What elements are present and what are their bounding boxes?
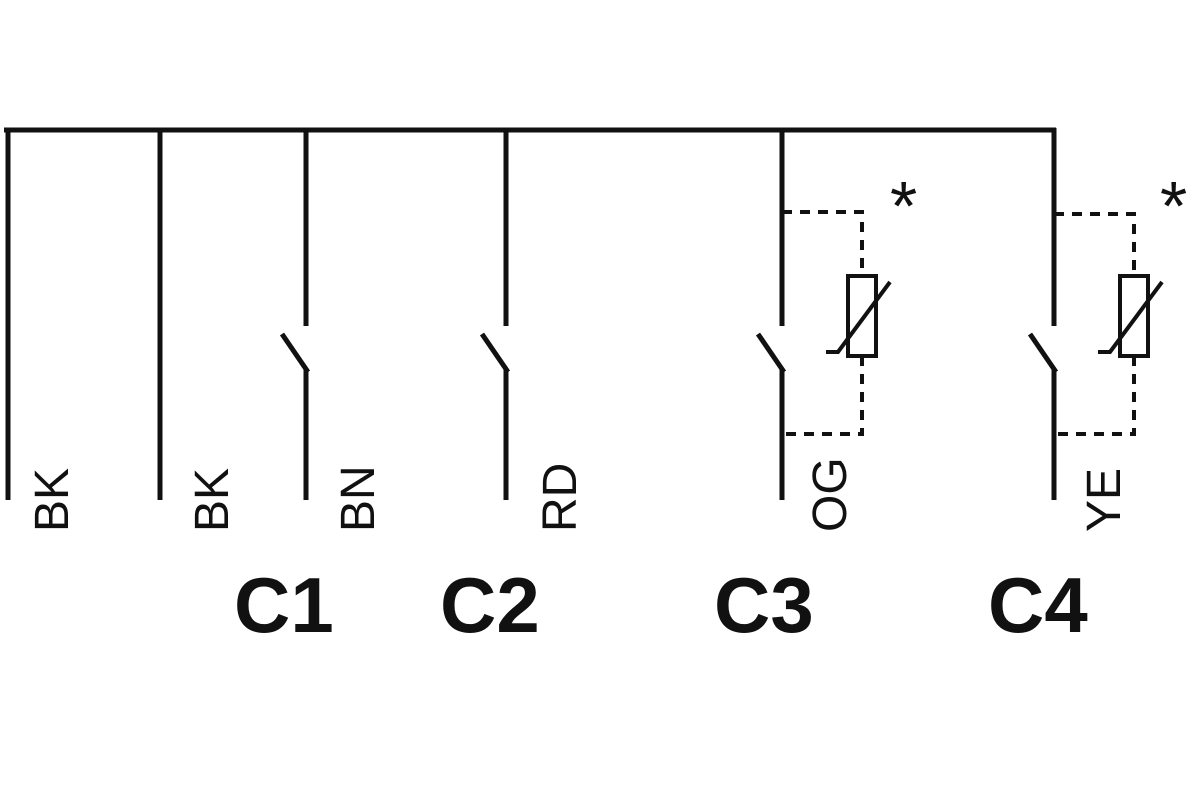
contact-label-c2: C2 [440,561,540,649]
switch-c1 [279,128,311,500]
wire-label-rd: RD [534,463,587,532]
wire-label-bk-2: BK [186,468,239,532]
wire-label-og: OG [804,457,857,532]
switch-c4 [1027,128,1059,500]
thermistor-c3 [782,210,892,436]
asterisk-c3: * [890,167,917,245]
contact-label-c1: C1 [234,561,334,649]
contact-label-c4: C4 [988,561,1088,649]
wire-label-ye: YE [1078,468,1131,532]
wire-label-bn: BN [332,465,385,532]
asterisk-c4: * [1160,167,1187,245]
switch-c3 [755,128,787,500]
switch-c2 [479,128,511,500]
wire-label-bk-1: BK [26,468,79,532]
thermistor-c4 [1054,212,1164,436]
contact-label-c3: C3 [714,561,814,649]
